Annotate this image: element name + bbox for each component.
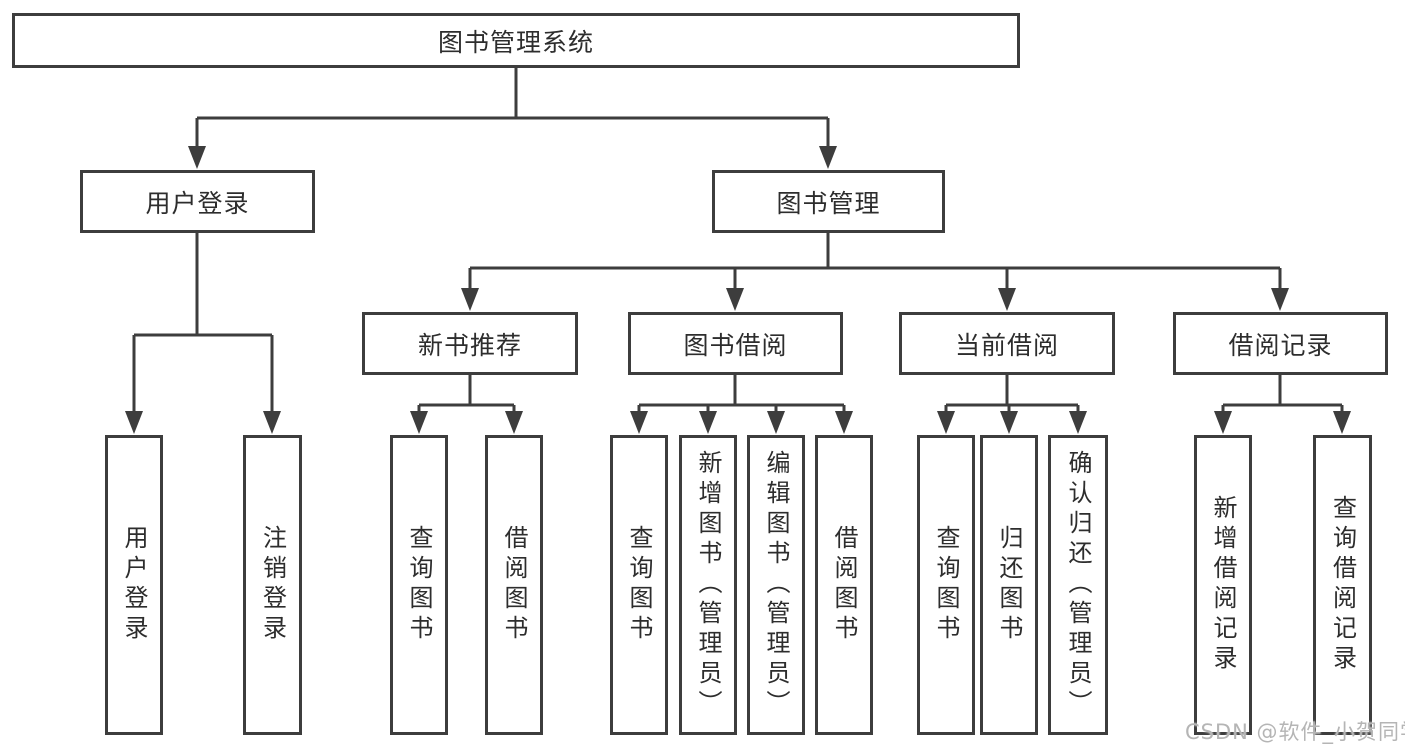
node-user-login: 用户登录: [80, 170, 315, 233]
node-new-book-recommendation: 新书推荐: [362, 312, 578, 375]
leaf-add-book-admin: 新增图书（管理员）: [679, 435, 737, 735]
leaf-query-books-recommend: 查询图书: [390, 435, 448, 735]
leaf-edit-book-admin: 编辑图书（管理员）: [747, 435, 805, 735]
node-current-borrowing: 当前借阅: [899, 312, 1115, 375]
leaf-borrow-books: 借阅图书: [815, 435, 873, 735]
leaf-add-borrow-record: 新增借阅记录: [1194, 435, 1252, 735]
leaf-query-books-borrow: 查询图书: [610, 435, 668, 735]
leaf-return-books: 归还图书: [980, 435, 1038, 735]
arrowhead-icons: [125, 146, 1351, 434]
leaf-borrow-books-recommend: 借阅图书: [485, 435, 543, 735]
leaf-query-borrow-record: 查询借阅记录: [1313, 435, 1372, 735]
leaf-user-login: 用户登录: [105, 435, 163, 735]
node-book-management: 图书管理: [712, 170, 945, 233]
node-borrowing-records: 借阅记录: [1173, 312, 1388, 375]
node-book-borrowing: 图书借阅: [628, 312, 843, 375]
leaf-query-books-current: 查询图书: [917, 435, 975, 735]
node-root-system: 图书管理系统: [12, 13, 1020, 68]
csdn-watermark: CSDN @软件_小贺同学: [1185, 720, 1405, 744]
leaf-confirm-return-admin: 确认归还（管理员）: [1048, 435, 1108, 735]
leaf-logout: 注销登录: [243, 435, 302, 735]
